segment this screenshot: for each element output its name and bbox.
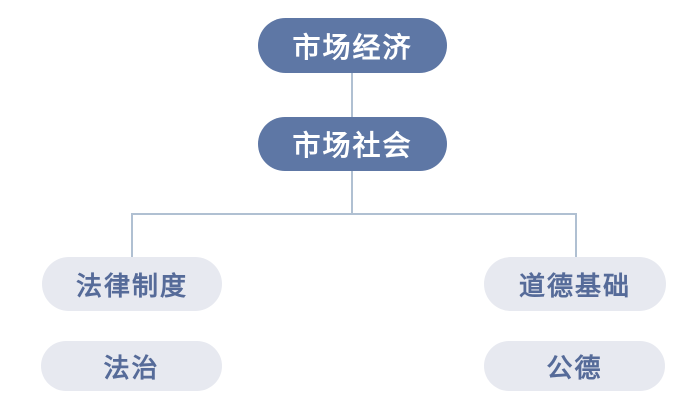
connector-society-stem (351, 170, 353, 214)
node-market-society: 市场社会 (258, 117, 447, 171)
node-moral-foundation: 道德基础 (484, 257, 666, 311)
node-legal-system: 法律制度 (42, 257, 222, 311)
node-rule-of-law: 法治 (41, 341, 222, 391)
node-market-economy: 市场经济 (258, 18, 447, 73)
node-public-morality: 公德 (484, 341, 665, 391)
connector-left-branch-drop (131, 213, 133, 258)
connector-right-branch-drop (575, 213, 577, 258)
connector-economy-to-society (351, 72, 353, 117)
connector-branch-horizontal (131, 213, 577, 215)
